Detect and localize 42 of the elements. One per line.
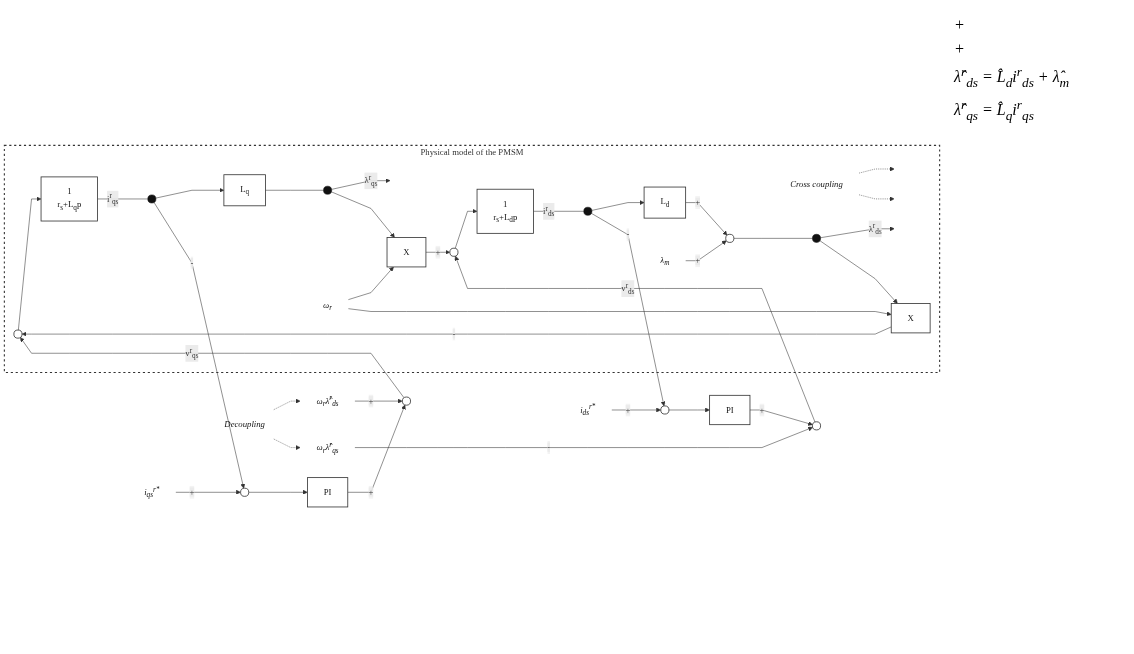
connector bbox=[733, 238, 813, 239]
node-circle bbox=[401, 396, 411, 406]
edge-label: + bbox=[368, 396, 374, 406]
node-box: 1 r$_{s}$+L$_{q}$p bbox=[40, 176, 98, 222]
node-dot bbox=[147, 194, 157, 204]
node-box: PI bbox=[709, 394, 751, 426]
node-text: λ$_{m}$ bbox=[660, 254, 670, 267]
connector bbox=[533, 210, 585, 212]
node-text: ω$_{r}$ bbox=[323, 300, 333, 312]
node-circle bbox=[13, 329, 23, 339]
node-text: Decoupling bbox=[224, 419, 265, 429]
node-circle bbox=[812, 421, 821, 431]
node-text: Cross coupling bbox=[790, 179, 843, 189]
formula-text: λ̂$^{r}$$_{ds}$ = L̂$_{d}$i$^{r}$$_{ds}$ + λ̂$_{m}$ bbox=[954, 64, 1071, 91]
node-box: PI bbox=[307, 477, 349, 508]
node-box: L$_{q}$ bbox=[223, 174, 266, 207]
edge-label: - bbox=[626, 229, 630, 239]
node-box: X bbox=[386, 237, 427, 268]
node-circle bbox=[660, 405, 670, 415]
edge-label: + bbox=[759, 405, 765, 415]
node-dot bbox=[583, 206, 593, 216]
edge-label: + bbox=[435, 247, 441, 257]
formula-text: + bbox=[954, 16, 966, 34]
edge-label: + bbox=[695, 197, 701, 207]
node-dot bbox=[323, 185, 332, 195]
node-circle bbox=[240, 487, 250, 497]
formula-text: + bbox=[954, 40, 966, 58]
connector bbox=[97, 198, 149, 200]
edge-label: - bbox=[547, 442, 551, 452]
edge-label: + bbox=[695, 255, 701, 266]
node-circle bbox=[449, 247, 459, 257]
node-circle bbox=[725, 233, 735, 243]
node-box: 1 r$_{s}$+L$_{d}$p bbox=[476, 188, 534, 234]
edge-label: + bbox=[625, 405, 631, 415]
node-dot bbox=[812, 234, 821, 243]
node-box: X bbox=[890, 303, 931, 334]
connector bbox=[265, 189, 324, 191]
edge-label: - bbox=[452, 329, 456, 339]
edge-label: + bbox=[368, 487, 374, 497]
edge-label: + bbox=[189, 487, 195, 497]
edge-label: - bbox=[190, 258, 194, 268]
node-box: L$_{d}$ bbox=[643, 186, 687, 219]
